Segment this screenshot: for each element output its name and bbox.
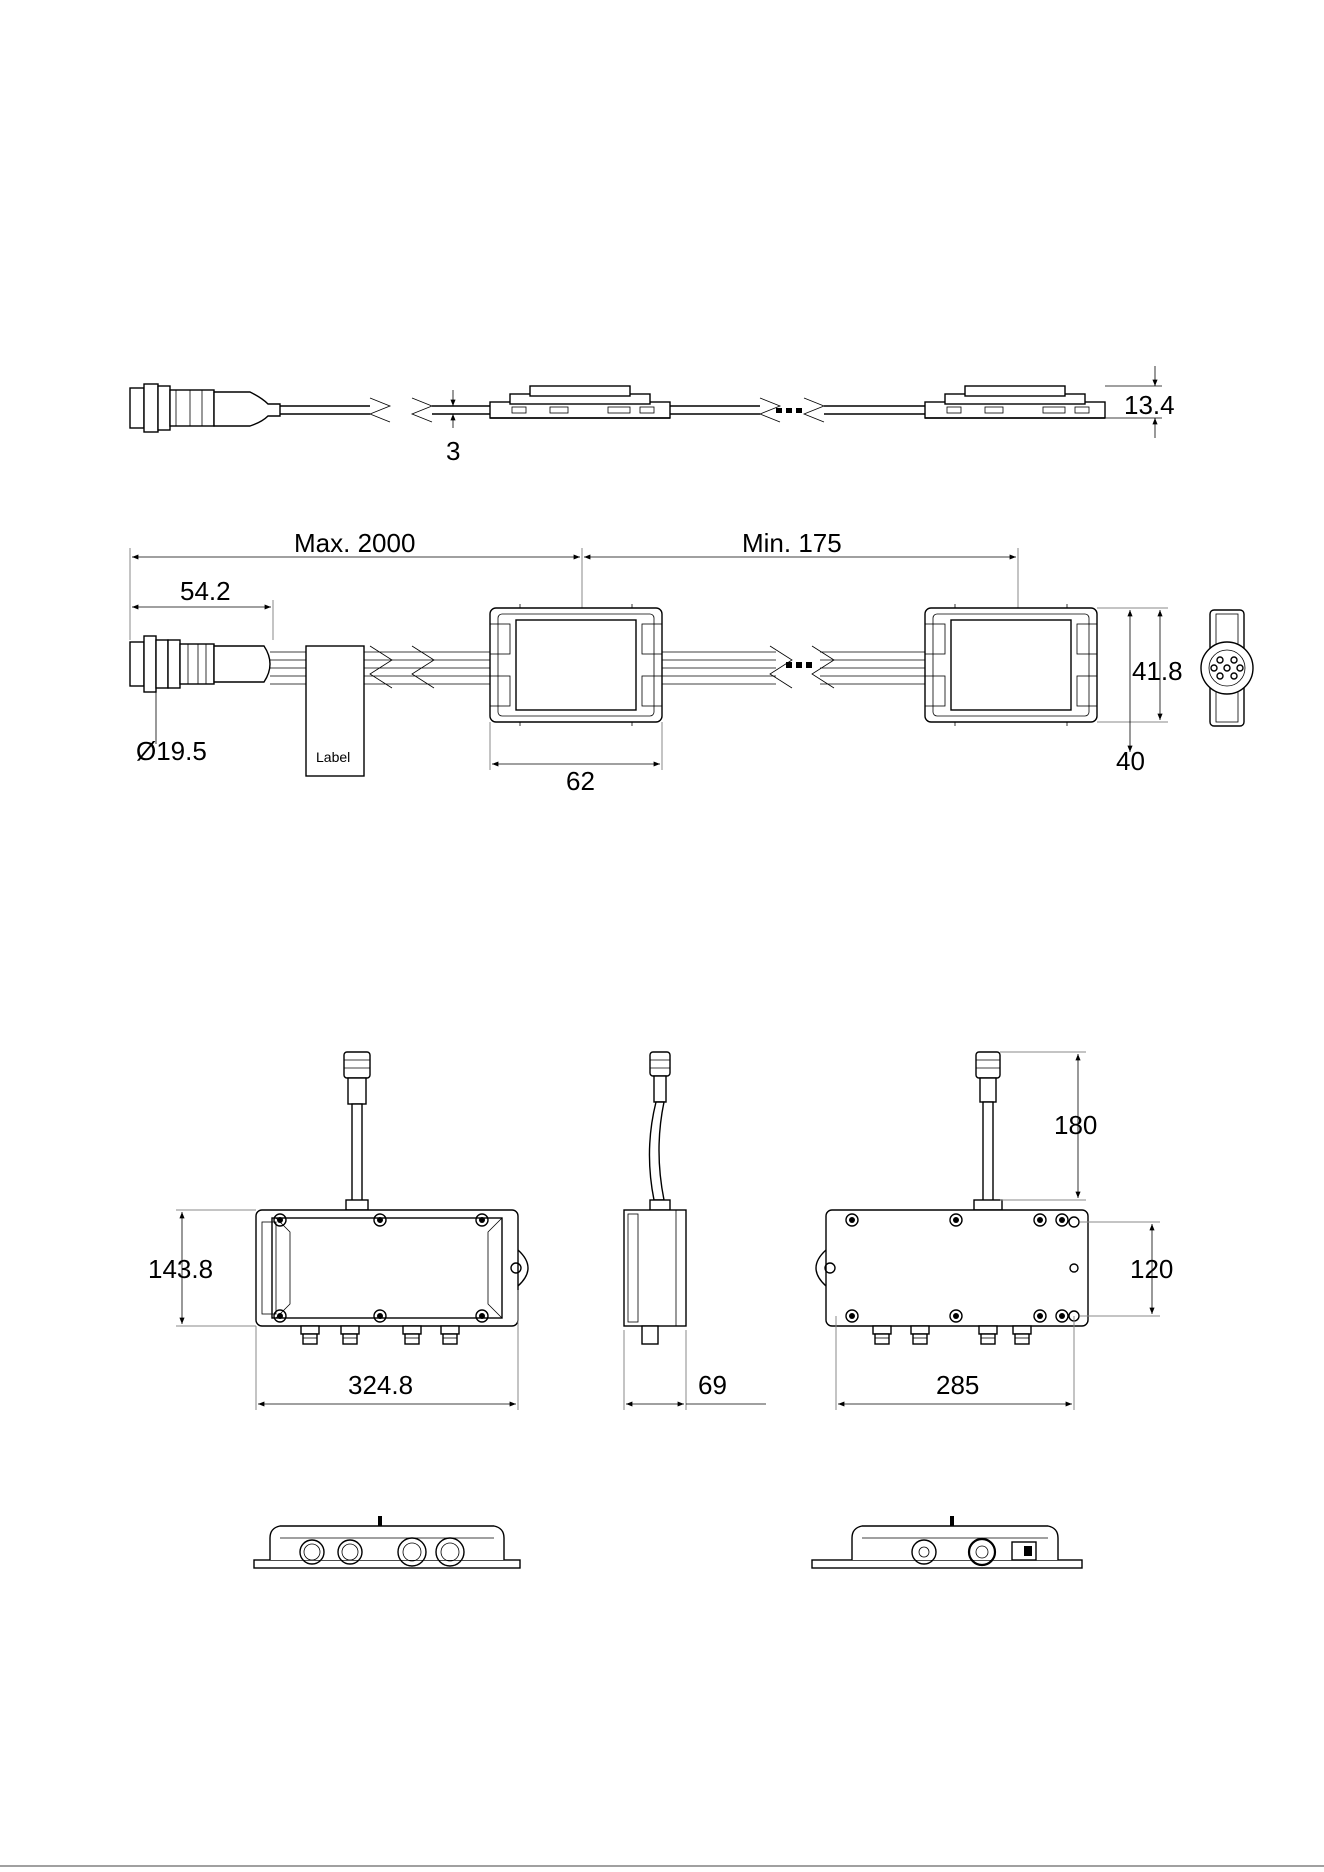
dim-top-height: 13.4 bbox=[1124, 390, 1175, 420]
dim-box-height: 143.8 bbox=[148, 1254, 213, 1284]
dim-cable-thickness: 3 bbox=[446, 436, 460, 466]
control-box-side-view: 69 bbox=[624, 1052, 766, 1410]
dim-box-depth: 69 bbox=[698, 1370, 727, 1400]
dim-max-length: Max. 2000 bbox=[294, 528, 415, 558]
dim-module-height: 41.8 bbox=[1132, 656, 1183, 686]
dim-module-width: 62 bbox=[566, 766, 595, 796]
dim-mount-spacing-w: 285 bbox=[936, 1370, 979, 1400]
dim-cable-length: 180 bbox=[1054, 1110, 1097, 1140]
control-box-front-view: 143.8 324.8 bbox=[148, 1052, 528, 1410]
dim-connector-length: 54.2 bbox=[180, 576, 231, 606]
control-box-bottom-view-left bbox=[254, 1516, 520, 1568]
control-box-rear-view: 180 120 285 bbox=[816, 1052, 1173, 1410]
dim-connector-diameter: Ø19.5 bbox=[136, 736, 207, 766]
label-text: Label bbox=[316, 749, 350, 765]
dim-min-spacing: Min. 175 bbox=[742, 528, 842, 558]
control-box-bottom-view-right bbox=[812, 1516, 1082, 1568]
cable-top-view: Max. 2000 Min. 175 54.2 Ø19.5 Label bbox=[130, 528, 1253, 796]
dim-mount-spacing-h: 120 bbox=[1130, 1254, 1173, 1284]
cable-side-view: 13.4 3 bbox=[130, 366, 1175, 466]
dim-module-depth: 40 bbox=[1116, 746, 1145, 776]
dim-box-width: 324.8 bbox=[348, 1370, 413, 1400]
